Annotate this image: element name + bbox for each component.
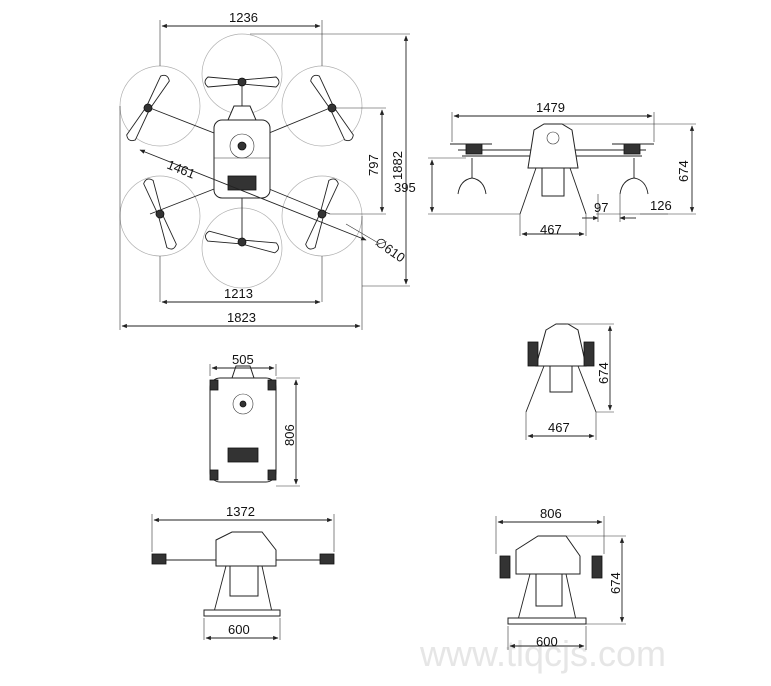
side-view-folded: 806 674 600 — [495, 506, 626, 650]
dim-overall-width: 1823 — [227, 310, 256, 325]
tank — [541, 167, 565, 197]
dim-diagonal: 1461 — [165, 157, 197, 182]
front-view-folded: 674 467 — [525, 323, 614, 440]
front-view-unfolded: 1479 674 395 97 126 467 — [394, 100, 696, 237]
dim-height: 674 — [596, 362, 611, 384]
dim-leg-span: 467 — [540, 222, 562, 237]
dim-top-width: 1236 — [229, 10, 258, 25]
dim-height-inner: 797 — [366, 154, 381, 176]
dim-skid: 600 — [228, 622, 250, 637]
dim-height: 674 — [676, 160, 691, 182]
dim-span: 1479 — [536, 100, 565, 115]
dim-inner-width: 1213 — [224, 286, 253, 301]
top-view-unfolded: 1236 1213 1823 797 1882 1461 ∅610 — [119, 10, 410, 330]
dim-skid: 600 — [536, 634, 558, 649]
drone-body — [535, 323, 587, 367]
drone-body — [527, 123, 579, 169]
watermark-text: www.tlqcjs.com — [419, 633, 666, 674]
drone-body — [215, 531, 277, 567]
drone-body — [209, 377, 277, 483]
dim-folded-width: 806 — [540, 506, 562, 521]
dim-foot-b: 126 — [650, 198, 672, 213]
dim-left-height: 395 — [394, 180, 416, 195]
dim-folded-length: 806 — [282, 424, 297, 446]
dim-span: 1372 — [226, 504, 255, 519]
dim-foot-a: 97 — [594, 200, 608, 215]
dim-height-overall: 1882 — [390, 151, 405, 180]
dim-folded-width: 505 — [232, 352, 254, 367]
dim-prop-diameter: ∅610 — [372, 234, 408, 265]
dim-leg-span: 467 — [548, 420, 570, 435]
drone-body — [515, 535, 581, 575]
side-view-unfolded: 1372 600 — [151, 504, 335, 641]
dim-height: 674 — [608, 572, 623, 594]
top-view-folded: 505 806 — [209, 352, 300, 487]
